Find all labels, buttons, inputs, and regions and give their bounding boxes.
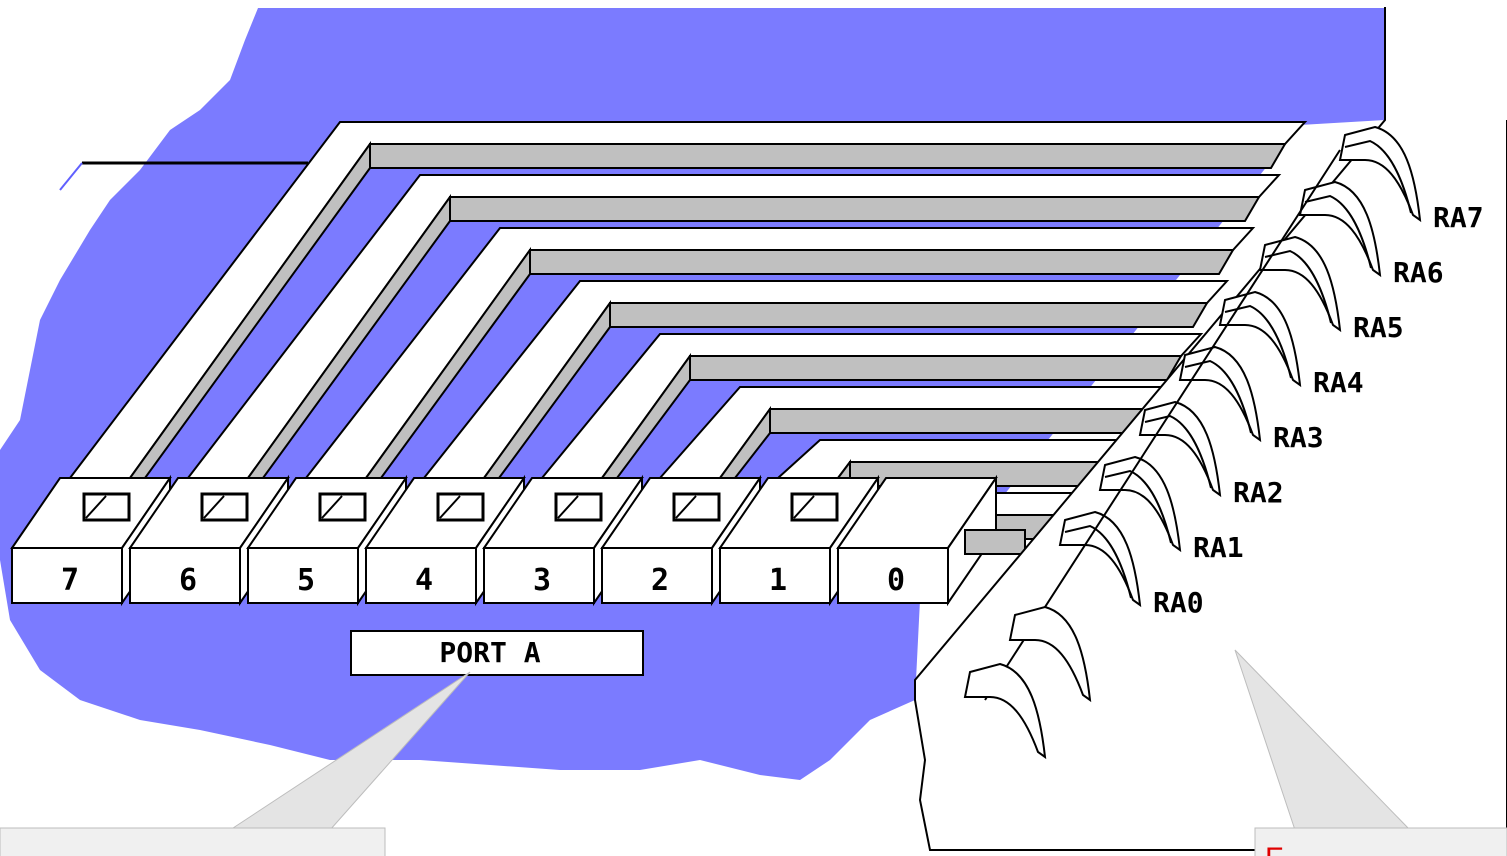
- bit-label-7: 7: [61, 563, 79, 598]
- latch-group: 7 6 5 4 3 2 1 0: [12, 478, 1025, 603]
- port-name-label: PORT A: [439, 636, 540, 669]
- pin-label-ra6: RA6: [1393, 256, 1444, 289]
- right-callout-text: F: [1265, 842, 1283, 856]
- bit-label-2: 2: [651, 563, 669, 598]
- port-name-box: PORT A: [351, 631, 643, 675]
- pin-label-ra7: RA7: [1433, 201, 1484, 234]
- board-wire-stub: [60, 163, 82, 190]
- bit-label-0: 0: [887, 563, 905, 598]
- bit-label-6: 6: [179, 563, 197, 598]
- pin-label-ra3: RA3: [1273, 421, 1324, 454]
- pin-label-ra4: RA4: [1313, 366, 1364, 399]
- pin-label-ra1: RA1: [1193, 531, 1244, 564]
- bit-label-5: 5: [297, 563, 315, 598]
- bit-label-4: 4: [415, 563, 433, 598]
- pin-label-ra0: RA0: [1153, 586, 1204, 619]
- pin-label-ra5: RA5: [1353, 311, 1404, 344]
- bit0-connector: [965, 530, 1025, 554]
- bit-label-1: 1: [769, 563, 787, 598]
- pin-label-ra2: RA2: [1233, 476, 1284, 509]
- bit-label-3: 3: [533, 563, 551, 598]
